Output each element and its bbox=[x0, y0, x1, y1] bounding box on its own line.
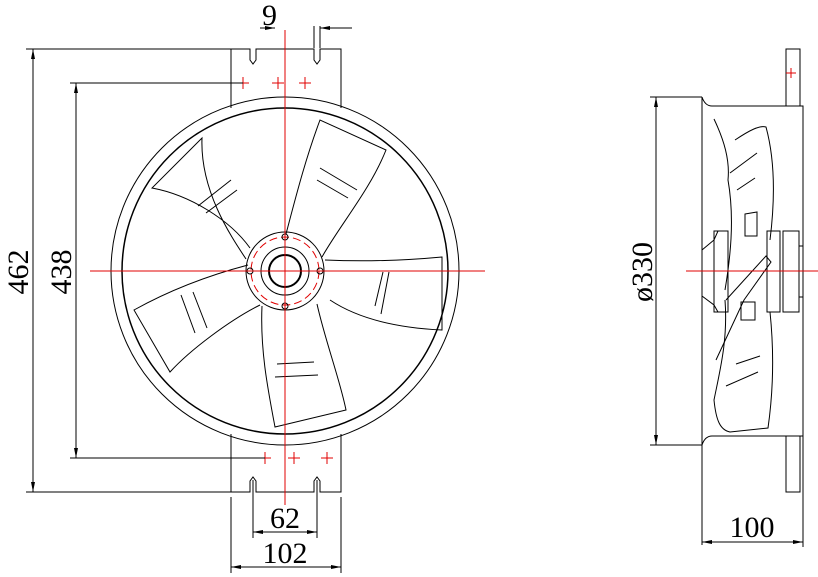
side-bracket-top bbox=[785, 48, 801, 107]
front-view bbox=[90, 30, 485, 505]
side-view bbox=[686, 48, 818, 545]
top-bracket bbox=[230, 48, 342, 108]
dim-hole-spacing: 438 bbox=[45, 250, 78, 295]
dim-depth: 100 bbox=[730, 511, 775, 544]
dim-diameter: ø330 bbox=[626, 242, 659, 302]
dim-slot-spacing: 62 bbox=[270, 502, 300, 535]
front-dimensions bbox=[26, 26, 352, 573]
side-bracket-bottom bbox=[785, 435, 801, 493]
side-housing bbox=[701, 96, 804, 545]
dim-bracket-width: 102 bbox=[263, 537, 308, 570]
dim-overall-height: 462 bbox=[2, 250, 35, 295]
side-blades bbox=[713, 118, 774, 433]
side-dimensions bbox=[650, 96, 804, 547]
bottom-bracket bbox=[230, 434, 342, 493]
dim-slot-width: 9 bbox=[262, 0, 277, 32]
fan-blades bbox=[133, 119, 443, 428]
